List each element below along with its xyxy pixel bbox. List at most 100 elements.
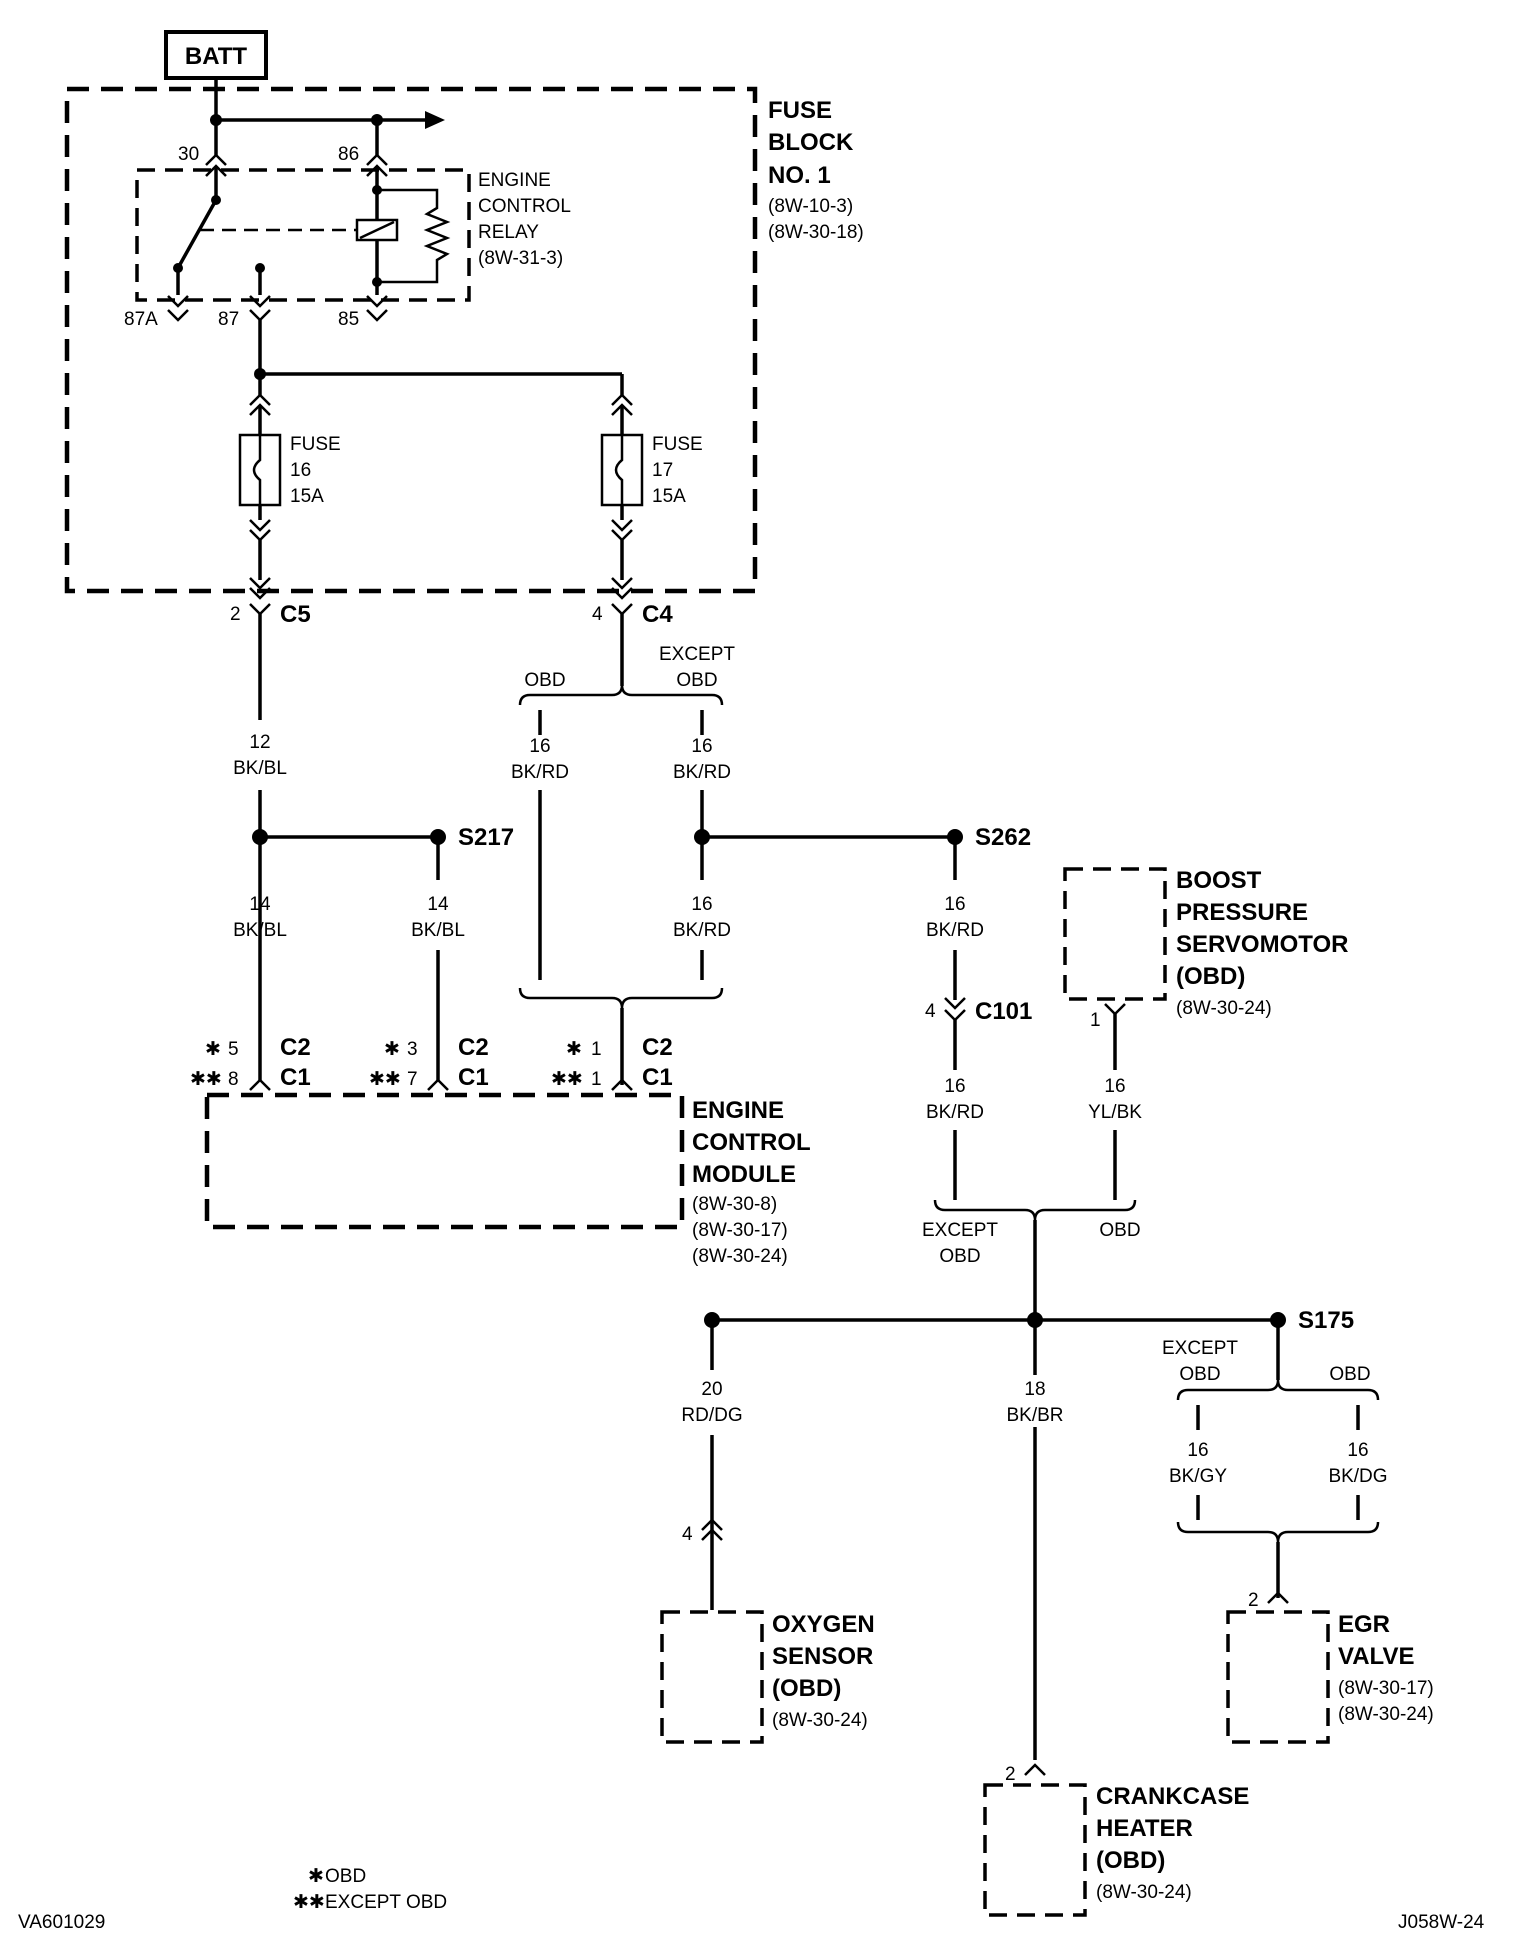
svg-text:BLOCK: BLOCK — [768, 129, 854, 156]
s175-option-split: EXCEPT OBD OBD — [1162, 1338, 1380, 1401]
svg-text:VALVE: VALVE — [1338, 1643, 1414, 1670]
svg-text:16: 16 — [290, 460, 311, 481]
svg-text:OBD: OBD — [939, 1246, 980, 1267]
wire-w10-label: 20 RD/DG — [681, 1379, 742, 1426]
fuse-17: FUSE 17 15A — [600, 393, 703, 600]
svg-text:(8W-30-17): (8W-30-17) — [1338, 1678, 1434, 1699]
wire-w9-label: 16 YL/BK — [1088, 1076, 1142, 1123]
svg-text:S262: S262 — [975, 824, 1031, 851]
svg-text:FUSE: FUSE — [768, 97, 832, 124]
svg-text:8: 8 — [228, 1069, 239, 1090]
svg-text:EXCEPT: EXCEPT — [659, 644, 735, 665]
svg-text:OBD: OBD — [1099, 1220, 1140, 1241]
wire-w12-label: 16 BK/GY — [1169, 1440, 1227, 1487]
fuse-16: FUSE 16 15A — [238, 393, 341, 600]
svg-text:CRANKCASE: CRANKCASE — [1096, 1783, 1249, 1810]
wire-w3-label: 16 BK/RD — [673, 736, 731, 783]
svg-text:(8W-30-24): (8W-30-24) — [1096, 1882, 1192, 1903]
svg-text:BK/BL: BK/BL — [233, 758, 287, 779]
svg-text:✱✱: ✱✱ — [190, 1069, 222, 1090]
svg-text:16: 16 — [691, 894, 712, 915]
legend: ✱ OBD ✱✱ EXCEPT OBD — [293, 1866, 447, 1913]
svg-text:SERVOMOTOR: SERVOMOTOR — [1176, 931, 1348, 958]
battery-label: BATT — [185, 43, 248, 70]
svg-text:YL/BK: YL/BK — [1088, 1102, 1142, 1123]
relay-pin-87: 87 — [218, 309, 239, 330]
svg-text:16: 16 — [1187, 1440, 1208, 1461]
wire-w1-label: 12 BK/BL — [233, 732, 287, 779]
svg-text:OXYGEN: OXYGEN — [772, 1611, 875, 1638]
svg-text:FUSE: FUSE — [290, 434, 341, 455]
svg-text:4: 4 — [682, 1524, 693, 1545]
wire-w11-label: 18 BK/BR — [1005, 1375, 1065, 1427]
svg-text:C1: C1 — [642, 1064, 673, 1091]
svg-text:(OBD): (OBD) — [1096, 1847, 1165, 1874]
connector-c4: 4 C4 — [592, 601, 673, 628]
relay-pin-30: 30 — [178, 144, 199, 165]
relay-outline — [135, 168, 471, 302]
svg-text:S175: S175 — [1298, 1307, 1354, 1334]
svg-text:(8W-30-24): (8W-30-24) — [1176, 998, 1272, 1019]
svg-text:C101: C101 — [975, 998, 1032, 1025]
svg-text:2: 2 — [1248, 1590, 1259, 1611]
ecm-outline — [204, 1092, 685, 1230]
relay-pin-87a: 87A — [124, 309, 158, 330]
svg-text:BK/RD: BK/RD — [926, 1102, 984, 1123]
svg-text:✱✱: ✱✱ — [369, 1069, 401, 1090]
svg-text:BK/RD: BK/RD — [511, 762, 569, 783]
svg-text:20: 20 — [701, 1379, 722, 1400]
svg-text:2: 2 — [1005, 1764, 1016, 1785]
svg-text:5: 5 — [228, 1039, 239, 1060]
egr-valve-label: EGR VALVE (8W-30-17) (8W-30-24) — [1338, 1611, 1434, 1725]
svg-text:(8W-30-24): (8W-30-24) — [772, 1710, 868, 1731]
ecm-label: ENGINE CONTROL MODULE (8W-30-8) (8W-30-1… — [692, 1097, 811, 1267]
oxygen-sensor-outline — [660, 1610, 764, 1744]
svg-text:16: 16 — [691, 736, 712, 757]
svg-text:(OBD): (OBD) — [772, 1675, 841, 1702]
crankcase-heater-outline — [983, 1783, 1087, 1917]
svg-text:(8W-30-17): (8W-30-17) — [692, 1220, 788, 1241]
svg-text:PRESSURE: PRESSURE — [1176, 899, 1308, 926]
fuse-block-label: FUSE BLOCK NO. 1 (8W-10-3) (8W-30-18) — [768, 97, 864, 243]
svg-text:16: 16 — [944, 1076, 965, 1097]
svg-text:MODULE: MODULE — [692, 1161, 796, 1188]
svg-text:BK/RD: BK/RD — [673, 920, 731, 941]
svg-text:3: 3 — [407, 1039, 418, 1060]
relay-label: ENGINE CONTROL RELAY (8W-31-3) — [478, 170, 571, 269]
svg-text:14: 14 — [249, 894, 271, 915]
svg-text:✱: ✱ — [384, 1039, 400, 1060]
svg-text:✱: ✱ — [205, 1039, 221, 1060]
relay-pin-85: 85 — [338, 309, 359, 330]
crankcase-heater-label: CRANKCASE HEATER (OBD) (8W-30-24) — [1096, 1783, 1249, 1903]
wire-w4-label: 14 BK/BL — [233, 894, 287, 941]
svg-text:OBD: OBD — [676, 670, 717, 691]
svg-text:BK/BL: BK/BL — [411, 920, 465, 941]
svg-text:EXCEPT OBD: EXCEPT OBD — [325, 1892, 447, 1913]
svg-text:15A: 15A — [652, 486, 686, 507]
svg-text:(8W-30-18): (8W-30-18) — [768, 222, 864, 243]
battery: BATT — [164, 30, 268, 80]
svg-text:RELAY: RELAY — [478, 222, 539, 243]
svg-text:BK/GY: BK/GY — [1169, 1466, 1227, 1487]
boost-servomotor-label: BOOST PRESSURE SERVOMOTOR (OBD) (8W-30-2… — [1176, 867, 1348, 1019]
svg-text:BK/RD: BK/RD — [673, 762, 731, 783]
svg-text:OBD: OBD — [325, 1866, 366, 1887]
svg-text:1: 1 — [591, 1039, 602, 1060]
svg-text:4: 4 — [592, 604, 603, 625]
c4-option-split: OBD EXCEPT OBD — [518, 614, 735, 706]
svg-text:12: 12 — [249, 732, 270, 753]
svg-text:18: 18 — [1024, 1379, 1045, 1400]
svg-text:RD/DG: RD/DG — [681, 1405, 742, 1426]
drawing-code-left: VA601029 — [18, 1912, 105, 1933]
svg-text:✱✱: ✱✱ — [293, 1892, 325, 1913]
svg-text:C5: C5 — [280, 601, 311, 628]
relay-pin-86: 86 — [338, 144, 359, 165]
svg-text:C2: C2 — [642, 1034, 673, 1061]
wire-w13-label: 16 BK/DG — [1328, 1440, 1387, 1487]
svg-text:OBD: OBD — [1179, 1364, 1220, 1385]
fuse-block-outline — [64, 86, 758, 594]
svg-text:16: 16 — [944, 894, 965, 915]
wire-w8-label: 16 BK/RD — [926, 1076, 984, 1123]
svg-text:(8W-10-3): (8W-10-3) — [768, 196, 853, 217]
